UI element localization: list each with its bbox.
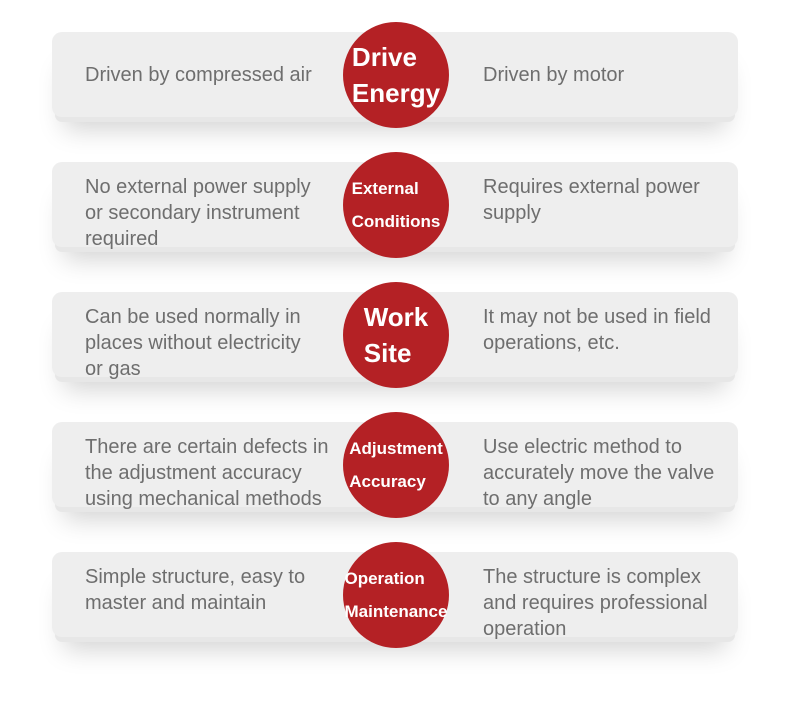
category-label: Work Site xyxy=(364,299,429,371)
category-badge-work-site: Work Site xyxy=(343,281,449,388)
category-label-line: Accuracy xyxy=(349,471,426,491)
text-line: using mechanical methods xyxy=(85,488,322,510)
left-text: There are certain defects in the adjustm… xyxy=(85,422,347,510)
text-line: Use electric method to xyxy=(483,436,682,458)
category-label: Operation Maintenance xyxy=(345,562,448,628)
text-line: There are certain defects in xyxy=(85,436,329,458)
text-line: The structure is complex xyxy=(483,566,701,588)
category-label: External Conditions xyxy=(352,172,441,238)
text-line: master and maintain xyxy=(85,592,267,614)
text-line: or gas xyxy=(85,358,141,380)
right-text: It may not be used in field operations, … xyxy=(483,292,733,377)
comparison-row-external-conditions: No external power supply or secondary in… xyxy=(52,151,738,258)
text-line: Simple structure, easy to xyxy=(85,566,306,588)
category-label-line: Work xyxy=(363,301,429,332)
comparison-row-adjustment-accuracy: There are certain defects in the adjustm… xyxy=(52,411,738,518)
category-label-line: Drive xyxy=(351,41,417,72)
category-label-line: Adjustment xyxy=(349,438,443,458)
text-line: operations, etc. xyxy=(483,332,620,354)
left-text: No external power supply or secondary in… xyxy=(85,162,347,250)
comparison-row-work-site: Can be used normally in places without e… xyxy=(52,281,738,388)
text-line: to any angle xyxy=(483,488,592,510)
left-text: Can be used normally in places without e… xyxy=(85,292,347,380)
category-badge-external-conditions: External Conditions xyxy=(343,151,449,258)
text-line: places without electricity xyxy=(85,332,301,354)
right-text: Requires external power supply xyxy=(483,162,733,247)
left-text: Simple structure, easy to master and mai… xyxy=(85,552,347,637)
text-line: Requires external power xyxy=(483,176,700,198)
text-line: Driven by compressed air xyxy=(85,63,312,86)
comparison-row-operation-maintenance: Simple structure, easy to master and mai… xyxy=(52,541,738,648)
category-badge-drive-energy: Drive Energy xyxy=(343,21,449,128)
category-label-line: Conditions xyxy=(351,211,441,231)
text-line: Can be used normally in xyxy=(85,306,301,328)
category-label-line: Operation xyxy=(344,568,425,588)
text-line: No external power supply xyxy=(85,176,311,198)
text-line: It may not be used in field xyxy=(483,306,711,328)
text-line: and requires professional xyxy=(483,592,708,614)
text-line: Driven by motor xyxy=(483,63,625,86)
category-label: Drive Energy xyxy=(352,39,440,111)
text-line: accurately move the valve xyxy=(483,462,715,484)
text-line: the adjustment accuracy xyxy=(85,462,302,484)
right-text: Use electric method to accurately move t… xyxy=(483,422,733,510)
text-line: operation xyxy=(483,618,567,640)
text-line: supply xyxy=(483,202,541,224)
category-badge-operation-maintenance: Operation Maintenance xyxy=(343,541,449,648)
category-label-line: Maintenance xyxy=(344,601,448,621)
right-text: The structure is complex and requires pr… xyxy=(483,552,733,640)
left-text: Driven by compressed air xyxy=(85,32,347,117)
text-line: required xyxy=(85,228,159,250)
category-label-line: Energy xyxy=(351,77,441,108)
category-label-line: Site xyxy=(363,337,412,368)
category-label-line: External xyxy=(351,178,419,198)
category-badge-adjustment-accuracy: Adjustment Accuracy xyxy=(343,411,449,518)
right-text: Driven by motor xyxy=(483,32,733,117)
comparison-row-drive-energy: Driven by compressed air Drive Energy Dr… xyxy=(52,21,738,128)
text-line: or secondary instrument xyxy=(85,202,300,224)
category-label: Adjustment Accuracy xyxy=(349,432,443,498)
